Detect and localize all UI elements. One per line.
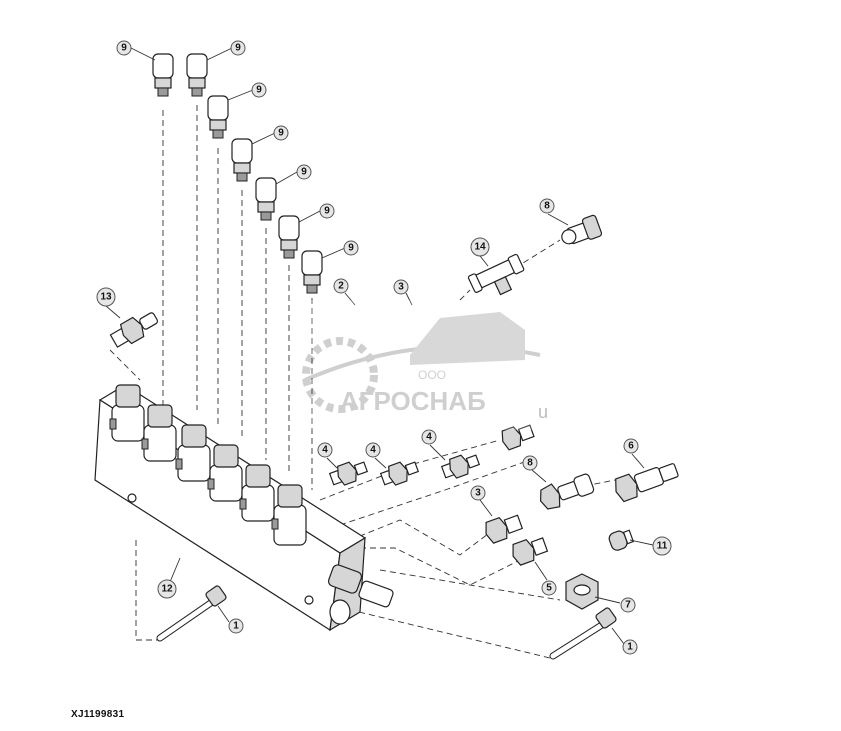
callout-3-lower: 3 [470,485,486,501]
leader-lines [105,47,654,645]
svg-text:12: 12 [161,584,173,595]
assembly-guide-lines [109,105,616,659]
callout-12: 12 [157,579,177,599]
watermark-logo: ООО АГРОСНАБ u [292,300,560,430]
callout-7: 7 [620,597,636,613]
callout-9c: 9 [251,82,267,98]
svg-text:9: 9 [324,206,330,217]
callout-4a: 4 [317,442,333,458]
svg-text:13: 13 [100,292,112,303]
sensor-column [152,53,323,294]
callout-5: 5 [541,580,557,596]
svg-text:11: 11 [657,541,668,552]
sensor-9g [301,250,323,294]
callout-4c: 4 [421,429,437,445]
adapter-4c [440,454,481,479]
callout-13: 13 [96,287,116,307]
callout-11: 11 [652,536,672,556]
tee-fitting-14 [467,253,525,296]
svg-text:9: 9 [121,43,127,54]
svg-text:1: 1 [233,621,239,632]
bolt-1-left [156,585,227,642]
svg-text:7: 7 [625,600,631,611]
nut-7 [565,573,599,610]
svg-text:9: 9 [278,128,284,139]
sensor-9d [231,138,253,182]
svg-text:9: 9 [301,167,307,178]
callout-3-upper: 3 [393,279,409,295]
callout-4b: 4 [365,442,381,458]
fitting-5 [512,537,549,566]
svg-text:8: 8 [527,458,533,469]
callout-9e: 9 [296,164,312,180]
watermark-small-text: ООО [418,368,446,382]
figure-id-label: XJ1199831 [71,709,125,720]
adapter-4b [379,461,420,486]
svg-text:4: 4 [370,445,376,456]
valve-manifold-12 [94,384,394,632]
callout-9a: 9 [116,40,132,56]
svg-text:9: 9 [235,43,241,54]
callout-1-left: 1 [228,618,244,634]
sensor-9e [255,177,277,221]
adapter-upper [501,424,535,451]
adapter-4a [328,461,369,486]
svg-text:4: 4 [426,432,432,443]
callout-8-lower: 8 [522,455,538,471]
svg-text:3: 3 [398,282,404,293]
watermark-name: АГРОСНАБ [340,386,486,416]
svg-text:4: 4 [322,445,328,456]
callout-14: 14 [470,237,490,257]
sensor-9c [207,95,229,139]
svg-text:14: 14 [474,242,486,253]
watermark-suffix: u [538,402,548,422]
callout-9d: 9 [273,125,289,141]
fitting-6 [615,463,679,503]
callout-9f: 9 [319,203,335,219]
callout-8-upper: 8 [539,198,555,214]
svg-text:1: 1 [627,642,633,653]
svg-text:3: 3 [475,488,481,499]
sensor-9f [278,215,300,259]
callouts: 9 9 9 9 9 9 9 13 2 3 14 8 4 4 4 8 6 3 11… [96,40,672,655]
callout-9b: 9 [230,40,246,56]
callout-9g: 9 [343,240,359,256]
callout-6: 6 [623,438,639,454]
svg-text:9: 9 [348,243,354,254]
solenoid-row [109,384,307,546]
svg-text:8: 8 [544,201,550,212]
fitting-3-lower [485,514,524,544]
callout-2: 2 [333,278,349,294]
svg-text:9: 9 [256,85,262,96]
svg-text:5: 5 [546,583,552,594]
elbow-fitting-8-lower [539,473,595,510]
sensor-9a [152,53,174,97]
callout-1-right: 1 [622,639,638,655]
svg-text:2: 2 [338,281,344,292]
svg-text:6: 6 [628,441,634,452]
elbow-fitting-8-top [561,214,603,245]
fitting-13 [109,312,159,348]
sensor-9b [186,53,208,97]
bolt-1-right [549,607,617,660]
